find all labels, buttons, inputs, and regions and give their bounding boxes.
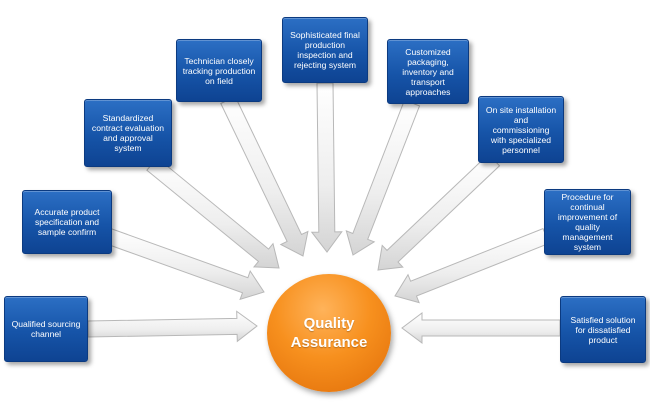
node-line: specification and: [34, 217, 100, 227]
arrow-onsite-installation: [377, 153, 501, 271]
node-line: tracking production: [182, 65, 256, 76]
node-line: system: [114, 143, 142, 153]
node-line: system: [573, 242, 602, 252]
arrow-technician-tracking: [220, 95, 309, 257]
node-accurate-product-spec: Accurate product specification and sampl…: [22, 190, 112, 254]
node-text: Qualified sourcing channel: [12, 319, 81, 339]
quality-assurance-hub: Quality Assurance: [267, 274, 391, 392]
node-customized-packaging: Customized packaging, inventory and tran…: [387, 39, 469, 104]
node-line: continual: [570, 202, 605, 212]
node-line: personnel: [502, 144, 540, 155]
arrow-accurate-product-spec: [104, 227, 265, 301]
node-line: improvement of: [557, 212, 618, 222]
node-text: Standardized contract evaluation and app…: [92, 113, 164, 153]
node-line: transport: [411, 76, 445, 87]
node-line: rejecting system: [293, 60, 357, 70]
node-qualified-sourcing: Qualified sourcing channel: [4, 296, 88, 362]
node-continual-improvement: Procedure for continual improvement of q…: [544, 189, 631, 255]
arrow-continual-improvement: [394, 227, 550, 304]
node-line: Standardized: [102, 113, 154, 123]
node-line: inspection and: [297, 50, 353, 60]
arrow-final-inspection: [310, 82, 343, 253]
node-line: On site installation: [485, 104, 557, 115]
node-text: Satisfied solution for dissatisfied prod…: [571, 315, 636, 345]
arrow-satisfied-solution: [401, 312, 561, 344]
node-line: Procedure for: [561, 192, 614, 202]
node-line: on field: [205, 75, 233, 86]
node-text: Technician closely tracking production o…: [183, 56, 256, 86]
node-text: Customized packaging, inventory and tran…: [402, 47, 454, 97]
node-line: Accurate product: [34, 207, 100, 217]
hub-text: Quality Assurance: [291, 314, 368, 352]
node-line: quality: [575, 222, 600, 232]
node-line: Qualified sourcing: [11, 319, 81, 329]
node-line: with specialized: [490, 134, 552, 145]
node-line: Customized: [405, 46, 451, 57]
node-line: and approval: [103, 133, 153, 143]
hub-line: Quality: [303, 315, 355, 332]
arrow-standardized-contract: [146, 157, 280, 269]
node-line: commissioning: [492, 124, 550, 135]
arrow-customized-packaging: [345, 99, 421, 256]
node-line: Technician closely: [184, 55, 254, 66]
node-line: packaging,: [407, 56, 449, 67]
node-line: contract evaluation: [91, 123, 165, 133]
node-text: Accurate product specification and sampl…: [35, 207, 100, 237]
node-text: Sophisticated final production inspectio…: [290, 30, 360, 70]
node-line: product: [588, 334, 618, 345]
node-standardized-contract: Standardized contract evaluation and app…: [84, 99, 172, 167]
node-satisfied-solution: Satisfied solution for dissatisfied prod…: [560, 296, 646, 363]
node-line: management: [562, 232, 613, 242]
node-line: Sophisticated final: [290, 30, 360, 40]
arrow-qualified-sourcing: [87, 310, 258, 343]
node-text: On site installation and commissioning w…: [486, 105, 556, 155]
node-line: approaches: [405, 86, 451, 97]
node-onsite-installation: On site installation and commissioning w…: [478, 96, 564, 163]
node-technician-tracking: Technician closely tracking production o…: [176, 39, 262, 102]
node-line: inventory and: [402, 66, 454, 77]
node-line: channel: [30, 329, 62, 339]
hub-line: Assurance: [290, 334, 368, 351]
node-line: sample confirm: [37, 227, 97, 237]
node-line: for dissatisfied: [575, 324, 631, 335]
node-line: production: [304, 40, 346, 50]
node-text: Procedure for continual improvement of q…: [558, 192, 617, 252]
node-final-inspection: Sophisticated final production inspectio…: [282, 17, 368, 83]
node-line: and: [513, 114, 529, 125]
node-line: Satisfied solution: [570, 314, 636, 325]
